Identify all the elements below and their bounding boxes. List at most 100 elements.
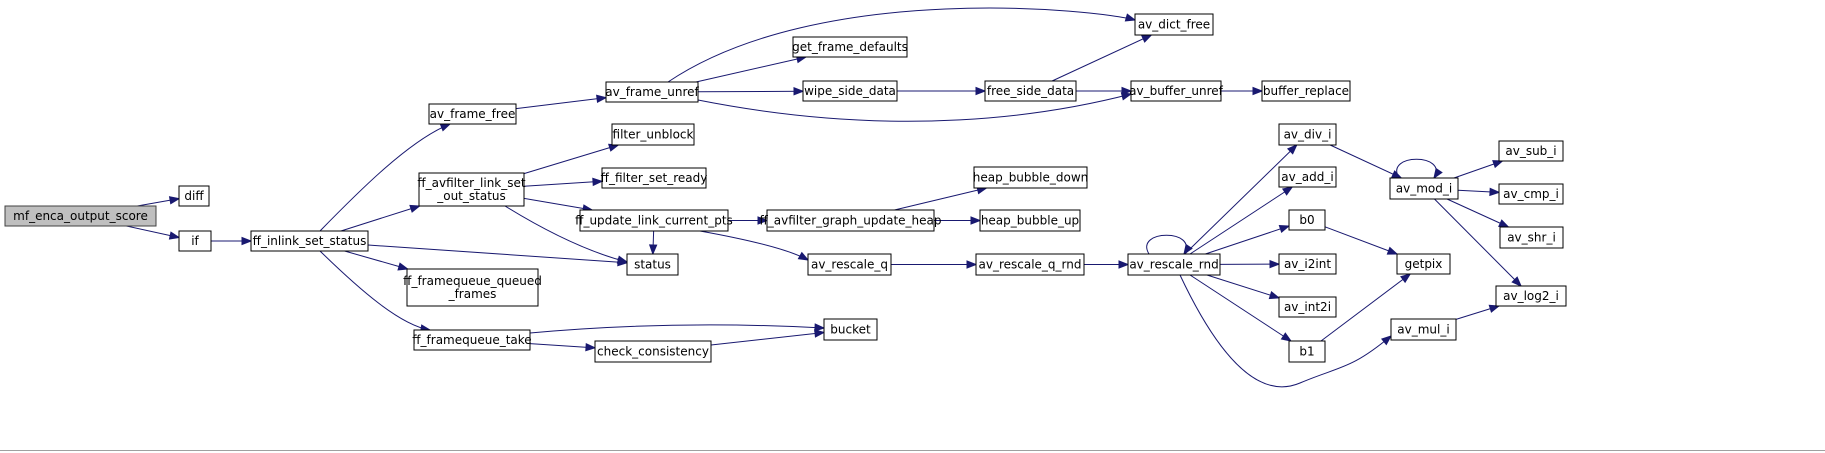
node-if[interactable]: if [178, 230, 212, 252]
edge-update-link-current-pts-to-av-rescale-q [699, 230, 810, 261]
node-label: ff_update_link_current_pts [575, 214, 733, 228]
node-box [250, 230, 369, 252]
node-label: mf_enca_output_score [13, 209, 148, 223]
node-label: av_rescale_q_rnd [979, 258, 1082, 272]
node-label: av_rescale_q [811, 258, 888, 272]
node-label: av_rescale_rnd [1129, 258, 1218, 272]
node-box [1390, 318, 1457, 341]
node-b1[interactable]: b1 [1288, 340, 1326, 363]
node-framequeue-take[interactable]: ff_framequeue_take [412, 329, 532, 351]
node-framequeue-queued-frames[interactable]: ff_framequeue_queued_frames [403, 268, 542, 307]
node-av-sub-i[interactable]: av_sub_i [1498, 140, 1564, 162]
node-free-side-data[interactable]: free_side_data [984, 80, 1077, 102]
node-buffer-replace[interactable]: buffer_replace [1261, 80, 1351, 102]
node-av-shr-i[interactable]: av_shr_i [1499, 226, 1564, 249]
node-av-add-i[interactable]: av_add_i [1278, 166, 1337, 188]
node-box [802, 80, 898, 102]
node-graph-update-heap[interactable]: ff_avfilter_graph_update_heap [759, 209, 942, 232]
node-label: av_log2_i [1503, 289, 1559, 303]
node-label: b1 [1299, 345, 1314, 359]
node-check-consistency[interactable]: check_consistency [594, 340, 712, 363]
edge-av-mul-i-to-av-log2-i [1455, 304, 1501, 320]
node-filter-set-ready[interactable]: ff_filter_set_ready [601, 167, 708, 189]
edge-av-frame-free-to-av-frame-unref [515, 94, 608, 110]
node-label: getpix [1405, 257, 1443, 271]
node-box [1127, 253, 1221, 276]
node-get-frame-defaults[interactable]: get_frame_defaults [792, 36, 908, 58]
edge-update-link-current-pts-to-status [648, 230, 658, 256]
nodes: mf_enca_output_score diff if ff_inlink_set_… [4, 13, 1567, 363]
edge-av-rescale-rnd-to-av-i2int [1219, 259, 1281, 269]
node-box [1134, 13, 1214, 36]
edge-av-mod-i-to-av-log2-i [1434, 198, 1523, 287]
edge-line [1446, 198, 1509, 228]
node-av-dict-free[interactable]: av_dict_free [1134, 13, 1214, 36]
node-box [975, 253, 1085, 276]
node-inlink-set-status[interactable]: ff_inlink_set_status [250, 230, 369, 252]
node-av-buffer-unref[interactable]: av_buffer_unref [1129, 80, 1224, 102]
node-box [807, 253, 892, 276]
node-av-mod-i[interactable]: av_mod_i [1389, 177, 1459, 200]
node-wipe-side-data[interactable]: wipe_side_data [802, 80, 898, 102]
node-box [1278, 123, 1337, 146]
node-label: av_int2i [1284, 300, 1331, 314]
arrowhead [585, 342, 597, 352]
edge-line [695, 56, 807, 83]
node-getpix[interactable]: getpix [1396, 253, 1451, 275]
node-bucket[interactable]: bucket [823, 318, 878, 341]
bottom-divider [0, 450, 1825, 451]
node-heap-bubble-down[interactable]: heap_bubble_down [973, 166, 1089, 189]
node-av-mul-i[interactable]: av_mul_i [1390, 318, 1457, 341]
node-av-cmp-i[interactable]: av_cmp_i [1498, 183, 1564, 205]
node-root[interactable]: mf_enca_output_score [4, 205, 157, 227]
edge-line [1206, 274, 1280, 299]
edge-inlink-set-status-to-framequeue-queued-frames [344, 250, 409, 271]
node-box [1288, 209, 1326, 231]
node-label: av_div_i [1284, 128, 1332, 142]
arrowhead [814, 323, 826, 332]
edge-line [1329, 144, 1402, 179]
node-av-int2i[interactable]: av_int2i [1278, 296, 1337, 318]
node-filter-unblock[interactable]: filter_unblock [611, 123, 695, 146]
node-av-frame-free[interactable]: av_frame_free [428, 103, 517, 125]
node-box [626, 253, 679, 276]
node-box [1288, 340, 1326, 363]
node-box [1261, 80, 1351, 102]
arrowhead [1400, 273, 1412, 284]
node-b0[interactable]: b0 [1288, 209, 1326, 231]
node-label: av_i2int [1284, 257, 1331, 271]
node-label: check_consistency [597, 345, 709, 359]
edge-free-side-data-to-av-buffer-unref [1076, 86, 1133, 96]
node-label: av_sub_i [1505, 144, 1556, 158]
edge-line [529, 324, 825, 334]
arrowhead [814, 329, 826, 338]
node-av-i2int[interactable]: av_i2int [1278, 253, 1337, 275]
node-av-rescale-q-rnd[interactable]: av_rescale_q_rnd [975, 253, 1085, 276]
node-av-frame-unref[interactable]: av_frame_unref [605, 81, 700, 103]
edge-av-rescale-q-to-av-rescale-q-rnd [891, 260, 978, 269]
arrowhead [1433, 167, 1443, 180]
node-diff[interactable]: diff [178, 185, 210, 207]
arrowhead [757, 216, 769, 225]
node-box [1278, 166, 1337, 188]
node-status[interactable]: status [626, 253, 679, 276]
node-update-link-current-pts[interactable]: ff_update_link_current_pts [575, 209, 733, 232]
arrowhead [1121, 86, 1133, 96]
edge-line [710, 331, 825, 346]
node-label: _frames [448, 287, 497, 301]
edge-line [697, 90, 804, 93]
node-link-set-out-status[interactable]: ff_avfilter_link_set_out_status [417, 172, 526, 207]
node-box [1130, 80, 1222, 102]
arrowhead [1252, 86, 1264, 96]
node-av-rescale-rnd[interactable]: av_rescale_rnd [1127, 253, 1221, 276]
edge-line [697, 93, 1132, 122]
arrowhead [1278, 225, 1291, 234]
node-av-rescale-q[interactable]: av_rescale_q [807, 253, 892, 276]
node-av-log2-i[interactable]: av_log2_i [1495, 285, 1567, 307]
arrowhead [648, 244, 658, 256]
edge-if-to-inlink-set-status [211, 236, 253, 246]
node-av-div-i[interactable]: av_div_i [1278, 123, 1337, 146]
node-box [594, 340, 712, 363]
node-heap-bubble-up[interactable]: heap_bubble_up [979, 209, 1081, 232]
